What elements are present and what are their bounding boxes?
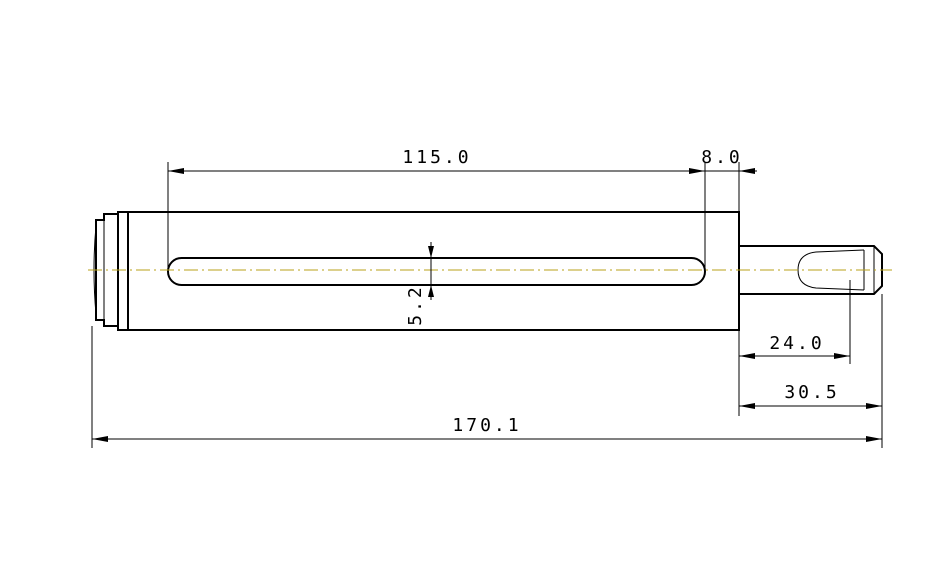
end-cap-outline: [95, 213, 119, 327]
dimension-label-pin-length: 30.5: [784, 382, 839, 403]
dimension-label-slot-width: 5.2: [405, 284, 426, 326]
pin-flat-outline: [797, 249, 865, 291]
main-body: [127, 211, 740, 331]
dimension-label-flat-length: 24.0: [769, 333, 824, 354]
slot-outline: [167, 257, 706, 286]
dimension-slot-end-offset: 8.0: [701, 147, 757, 212]
dimension-label-slot-end-offset: 8.0: [701, 147, 743, 168]
dimension-slot-length: 115.0: [167, 147, 706, 268]
shaft-part: [93, 211, 883, 331]
dimension-overall-length: 170.1: [91, 326, 882, 448]
dimension-label-slot-length: 115.0: [402, 147, 471, 168]
dimension-label-overall-length: 170.1: [452, 415, 521, 436]
shoulder-ring: [117, 211, 129, 331]
dimension-pin-length: 30.5: [739, 294, 883, 448]
dimension-flat-length: 24.0: [738, 280, 851, 416]
dimension-slot-width: 5.2: [405, 242, 434, 326]
